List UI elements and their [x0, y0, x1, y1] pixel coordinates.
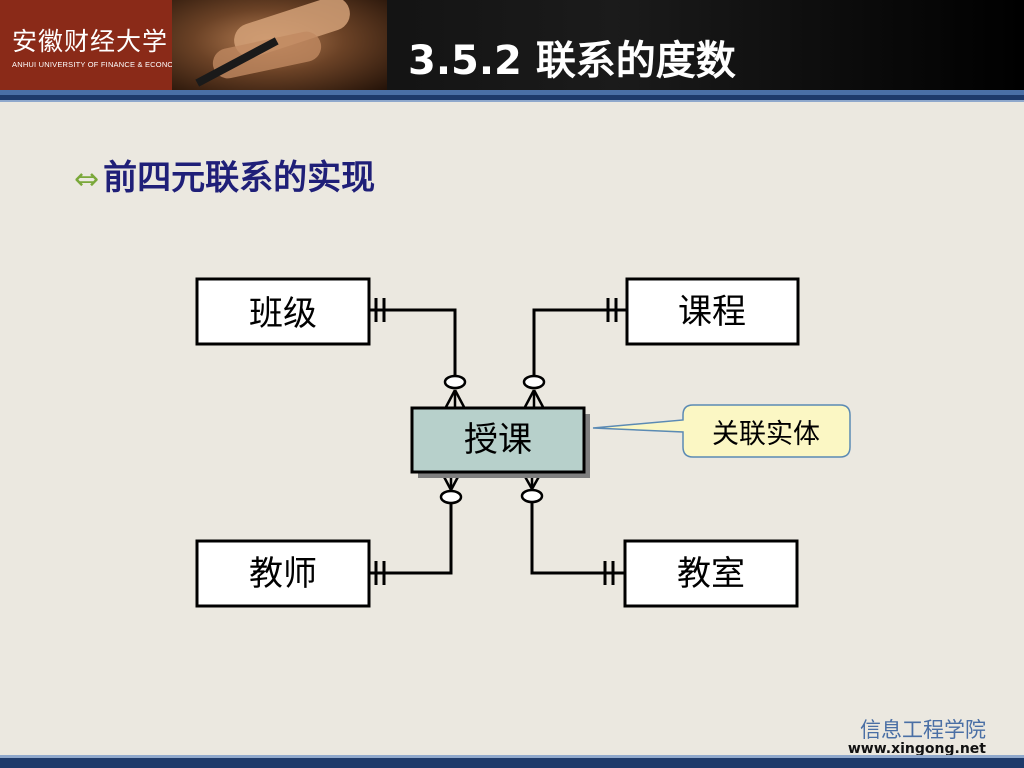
- bullet-point: ⇔前四元联系的实现: [74, 150, 375, 199]
- header-divider: [0, 90, 1024, 95]
- line-class-to-teaching: [370, 308, 457, 383]
- entity-classroom-label: 教室: [677, 554, 745, 594]
- footer-divider-light: [0, 755, 1024, 758]
- line-room-to-teaching: [530, 496, 624, 575]
- line-teacher-to-teaching: [370, 497, 453, 575]
- footer-url: www.xingong.net: [847, 741, 986, 757]
- logo-chinese-name: 安徽财经大学: [12, 27, 169, 56]
- university-logo: 安徽财经大学 ANHUI UNIVERSITY OF FINANCE & ECO…: [0, 0, 193, 90]
- one-markers: [374, 298, 618, 585]
- callout-label: 关联实体: [712, 419, 820, 450]
- line-course-to-teaching: [532, 308, 627, 383]
- relationship-label: 授课: [464, 420, 532, 460]
- callout-associative-entity: 关联实体: [592, 404, 851, 458]
- footer-branding: 信息工程学院 www.xingong.net: [848, 718, 986, 756]
- header-photo: [172, 0, 387, 90]
- entity-course-label: 课程: [678, 292, 746, 332]
- header-divider-light: [0, 100, 1024, 102]
- entity-teacher: 教师: [195, 539, 371, 608]
- header-banner: 安徽财经大学 ANHUI UNIVERSITY OF FINANCE & ECO…: [0, 0, 1024, 90]
- relationship-teaching: 授课: [410, 406, 590, 478]
- entity-class: 班级: [195, 277, 371, 346]
- footer-divider: [0, 758, 1024, 768]
- optional-circles: [439, 374, 546, 505]
- entity-course: 课程: [625, 277, 800, 346]
- entity-class-label: 班级: [249, 294, 317, 334]
- footer-org: 信息工程学院: [860, 718, 986, 742]
- entity-teacher-label: 教师: [249, 554, 317, 594]
- entity-classroom: 教室: [623, 539, 799, 608]
- header-divider-dark: [0, 95, 1024, 100]
- bullet-text: 前四元联系的实现: [103, 158, 376, 198]
- slide-title: 3.5.2 联系的度数: [408, 38, 736, 84]
- double-arrow-icon: ⇔: [74, 162, 100, 197]
- connector-lines: [370, 308, 627, 575]
- logo-english-name: ANHUI UNIVERSITY OF FINANCE & ECONOMICS: [12, 60, 194, 69]
